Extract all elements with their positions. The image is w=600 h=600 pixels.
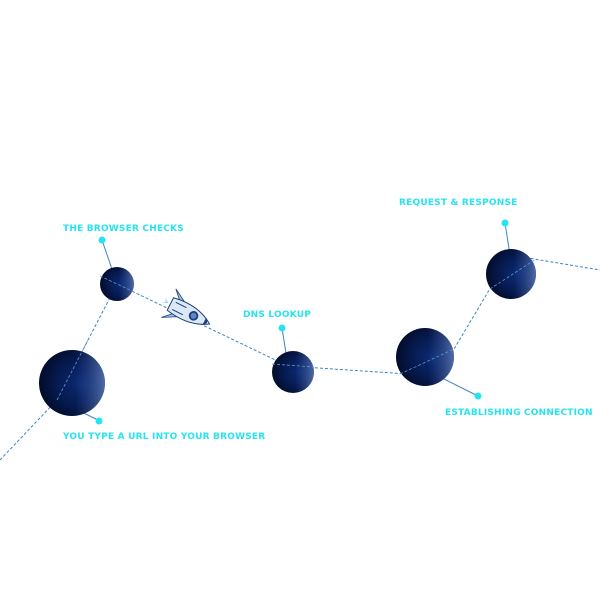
label-type-url: YOU TYPE A URL INTO YOUR BROWSER bbox=[62, 432, 265, 442]
planet-establishing-connection bbox=[396, 328, 454, 386]
route-overlay-segment bbox=[271, 363, 315, 368]
route-overlay-segment bbox=[489, 258, 537, 290]
label-dots bbox=[95, 219, 509, 425]
planet-rim bbox=[100, 267, 134, 301]
planet-browser-checks bbox=[100, 267, 134, 301]
dot-dns-lookup bbox=[278, 324, 286, 332]
planet-rim bbox=[396, 328, 454, 386]
route-overlay-segment bbox=[99, 275, 135, 293]
rocket-icon bbox=[161, 288, 211, 325]
connector-establishing-connection bbox=[437, 375, 479, 397]
dot-browser-checks bbox=[98, 236, 106, 244]
route-overlay-segment bbox=[56, 339, 89, 401]
planet-dns-lookup bbox=[272, 351, 314, 393]
label-request-response: REQUEST & RESPONSE bbox=[399, 198, 518, 208]
planet-type-url bbox=[39, 350, 105, 416]
route-overlay bbox=[56, 258, 537, 401]
dot-type-url bbox=[95, 417, 103, 425]
planet-rim bbox=[39, 350, 105, 416]
planet-rim bbox=[486, 249, 536, 299]
dot-request-response bbox=[501, 219, 509, 227]
planet-request-response bbox=[486, 249, 536, 299]
label-dns-lookup: DNS LOOKUP bbox=[243, 310, 311, 320]
dot-establishing-connection bbox=[474, 392, 482, 400]
planet-rim bbox=[272, 351, 314, 393]
label-establishing-connection: ESTABLISHING CONNECTION bbox=[445, 408, 593, 418]
label-browser-checks: THE BROWSER CHECKS bbox=[63, 224, 184, 234]
